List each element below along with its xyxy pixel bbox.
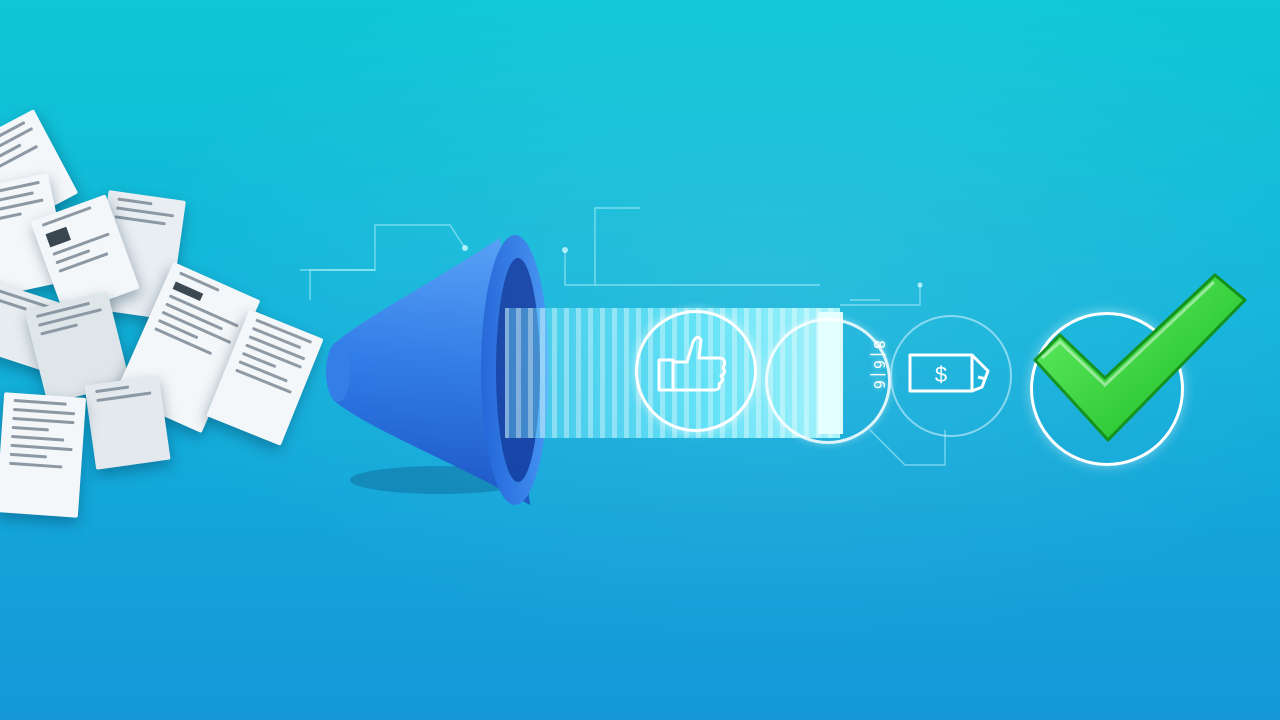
thumbs-up-icon [657,335,727,392]
payment-step: $ [890,315,1012,437]
dollar-symbol: $ [935,362,947,387]
gauge-step [765,318,891,444]
check-ring [1030,312,1184,466]
dollar-bill-icon: $ [908,353,990,393]
thumbs-up-step [635,310,757,432]
